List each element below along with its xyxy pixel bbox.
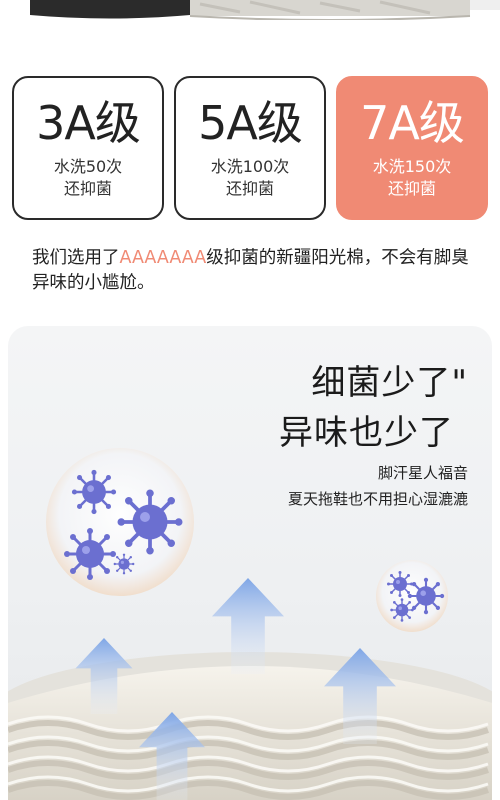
grade-title: 3A级 [36,96,141,150]
headline-bacteria-less: 细菌少了" [311,363,468,403]
grade-card-7a: 7A级 水洗150次 还抑菌 [336,76,488,220]
grade-title: 5A级 [198,96,303,150]
intro-suffix: 级抑菌的新疆阳光棉，不会有脚臭异味的小尴尬。 [32,248,469,293]
bacteria-bubble-small [376,560,448,632]
cotton-fabric [8,652,492,800]
grade-antibacterial: 还抑菌 [225,179,274,198]
bacteria-icon [386,570,414,598]
bacteria-icon [115,487,185,557]
grade-card-3a: 3A级 水洗50次 还抑菌 [12,76,164,220]
bacteria-icon [62,526,118,582]
bacteria-icon [406,576,446,616]
grade-antibacterial: 还抑菌 [387,179,436,198]
illustration-panel: 细菌少了" 异味也少了 脚汗星人福音 夏天拖鞋也不用担心湿漉漉 [8,326,492,800]
bacteria-bubble-large [46,448,194,596]
headline-odor-less: 异味也少了 [279,413,454,453]
bacteria-icon [389,597,415,623]
subtext-summer-slippers: 夏天拖鞋也不用担心湿漉漉 [287,490,468,508]
subtext-sweat-feet: 脚汗星人福音 [377,464,468,482]
grade-antibacterial: 还抑菌 [63,179,112,198]
grade-card-5a: 5A级 水洗100次 还抑菌 [174,76,326,220]
intro-highlight: AAAAAAA [119,248,207,268]
intro-prefix: 我们选用了 [32,248,120,268]
illustration-graphic [8,448,492,800]
bacteria-icon [112,552,135,576]
grade-wash-count: 水洗50次 [53,157,123,176]
grade-title: 7A级 [360,96,465,150]
intro-paragraph: 我们选用了AAAAAAA级抑菌的新疆阳光棉，不会有脚臭异味的小尴尬。 [32,246,482,296]
grade-wash-count: 水洗150次 [372,157,452,176]
bacteria-icon [70,468,118,516]
grade-wash-count: 水洗100次 [210,157,290,176]
top-photo-strip [0,0,500,20]
